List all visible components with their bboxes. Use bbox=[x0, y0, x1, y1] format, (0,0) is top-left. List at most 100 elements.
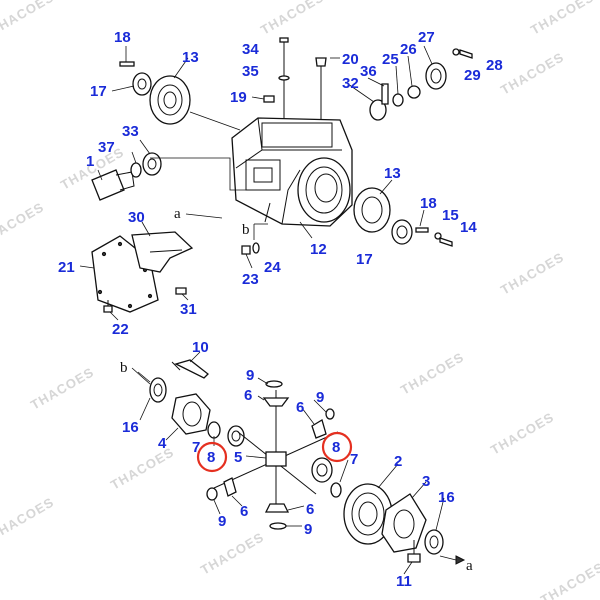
callout-part-7: 7 bbox=[350, 451, 358, 468]
callout-part-25: 25 bbox=[382, 51, 399, 68]
washer-part-9c bbox=[206, 487, 218, 501]
callout-part-31: 31 bbox=[180, 301, 197, 318]
ref-letter-b: b bbox=[242, 222, 250, 238]
callout-part-28: 28 bbox=[486, 57, 503, 74]
watermark-text: THACOES bbox=[0, 494, 57, 542]
highlight-ring-part-8-left bbox=[196, 441, 228, 473]
bolt-part-22 bbox=[103, 300, 113, 313]
callout-part-17: 17 bbox=[90, 83, 107, 100]
washer-part-26 bbox=[407, 85, 421, 99]
bolt-part-28 bbox=[459, 49, 473, 59]
callout-part-30: 30 bbox=[128, 209, 145, 226]
housing-part-12 bbox=[231, 117, 353, 227]
side-gear-part-8b bbox=[311, 457, 333, 483]
watermark-text: THACOES bbox=[498, 249, 567, 297]
callout-part-15: 15 bbox=[442, 207, 459, 224]
watermark-text: THACOES bbox=[538, 559, 600, 600]
bolt-part-31 bbox=[175, 287, 187, 295]
bearing-part-16a bbox=[149, 377, 167, 403]
callout-part-21: 21 bbox=[58, 259, 75, 276]
highlight-markers bbox=[196, 431, 353, 473]
shim-part-18a bbox=[119, 61, 135, 67]
plate-part-27 bbox=[425, 62, 447, 90]
callout-part-11: 11 bbox=[396, 573, 412, 590]
callout-part-37: 37 bbox=[98, 139, 115, 156]
washer-part-9d bbox=[269, 522, 287, 530]
callout-part-36: 36 bbox=[360, 63, 377, 80]
watermark-text: THACOES bbox=[258, 0, 327, 38]
callout-part-8: 8 bbox=[332, 439, 340, 456]
lower-assembly: 10 16 4 9 6 9 6 7 8 5 8 7 2 3 16 9 6 6 9… bbox=[120, 339, 473, 590]
bearing-cage-part-13a bbox=[149, 75, 191, 125]
bearing-part-32 bbox=[369, 99, 387, 121]
watermark-text: THACOES bbox=[28, 364, 97, 412]
bearing-part-17b bbox=[391, 219, 413, 245]
callout-part-18: 18 bbox=[420, 195, 437, 212]
callout-part-29: 29 bbox=[464, 67, 481, 84]
callout-part-20: 20 bbox=[342, 51, 359, 68]
watermark-text: THACOES bbox=[0, 0, 57, 38]
pin-part-36 bbox=[381, 83, 389, 105]
oring-part-24 bbox=[252, 242, 260, 254]
ref-letter-b: b bbox=[120, 360, 128, 376]
flange-part-1 bbox=[91, 169, 135, 201]
callout-part-8: 8 bbox=[207, 449, 215, 466]
callout-part-6: 6 bbox=[240, 503, 248, 520]
callout-part-13: 13 bbox=[384, 165, 401, 182]
callout-part-26: 26 bbox=[400, 41, 417, 58]
watermark-text: THACOES bbox=[528, 0, 597, 38]
pinion-part-6d bbox=[264, 503, 290, 513]
ref-letter-a: a bbox=[466, 558, 473, 574]
bearing-part-16b bbox=[424, 529, 444, 555]
pinion-part-6c bbox=[223, 477, 237, 497]
bolt-part-11 bbox=[407, 540, 421, 563]
upper-callouts: 18 13 17 1 37 33 34 35 19 20 36 32 25 26… bbox=[58, 29, 503, 338]
callout-part-24: 24 bbox=[264, 259, 281, 276]
bolt-part-14 bbox=[439, 237, 453, 247]
callout-part-6: 6 bbox=[244, 387, 252, 404]
watermark-text: THACOES bbox=[0, 199, 47, 247]
shim-part-18b bbox=[415, 227, 429, 233]
bearing-part-33 bbox=[142, 152, 162, 176]
bolt-part-10 bbox=[171, 359, 209, 379]
callout-part-6: 6 bbox=[296, 399, 304, 416]
callout-part-14: 14 bbox=[460, 219, 477, 236]
case-part-4 bbox=[171, 393, 211, 435]
callout-part-6: 6 bbox=[306, 501, 314, 518]
pinion-part-6b bbox=[311, 419, 327, 439]
callout-part-9: 9 bbox=[304, 521, 312, 538]
callout-part-2: 2 bbox=[394, 453, 402, 470]
washer-part-7a bbox=[207, 421, 221, 439]
callout-part-7: 7 bbox=[192, 439, 200, 456]
callout-part-19: 19 bbox=[230, 89, 247, 106]
callout-part-9: 9 bbox=[218, 513, 226, 530]
ref-letter-a: a bbox=[174, 206, 181, 222]
callout-part-33: 33 bbox=[122, 123, 139, 140]
callout-part-17: 17 bbox=[356, 251, 373, 268]
callout-part-9: 9 bbox=[246, 367, 254, 384]
callout-part-1: 1 bbox=[86, 153, 94, 170]
callout-part-10: 10 bbox=[192, 339, 209, 356]
watermark-text: THACOES bbox=[488, 409, 557, 457]
plug-part-23 bbox=[241, 245, 251, 255]
watermark-text: THACOES bbox=[198, 529, 267, 577]
callout-part-4: 4 bbox=[158, 435, 167, 452]
washer-part-9b bbox=[325, 408, 335, 420]
watermark-text: THACOES bbox=[398, 349, 467, 397]
callout-part-35: 35 bbox=[242, 63, 259, 80]
callout-part-9: 9 bbox=[316, 389, 324, 406]
upper-assembly: 18 13 17 1 37 33 34 35 19 20 36 32 25 26… bbox=[58, 29, 503, 338]
callout-part-13: 13 bbox=[182, 49, 199, 66]
seal-part-37 bbox=[130, 162, 142, 178]
plug-part-19 bbox=[263, 95, 275, 103]
callout-part-32: 32 bbox=[342, 75, 359, 92]
sleeve-part-25 bbox=[392, 93, 404, 107]
lower-leader-lines bbox=[131, 351, 466, 575]
pinion-part-6a bbox=[262, 397, 290, 407]
callout-part-12: 12 bbox=[310, 241, 327, 258]
callout-part-18: 18 bbox=[114, 29, 131, 46]
callout-part-5: 5 bbox=[234, 449, 242, 466]
washer-part-9a bbox=[265, 380, 283, 388]
highlight-ring-part-8-right bbox=[321, 431, 353, 463]
